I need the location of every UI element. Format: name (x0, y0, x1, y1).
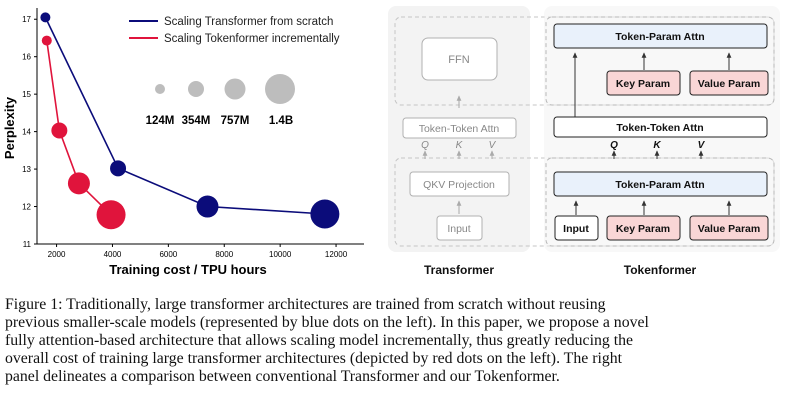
size-dot-757m (224, 78, 246, 100)
caption-line: previous smaller-scale models (represent… (5, 314, 649, 331)
size-label-1-4b: 1.4B (269, 115, 293, 127)
key-param-top-label: Key Param (616, 78, 670, 90)
token-token-attn-box (402, 117, 517, 139)
value-param-top-box (689, 70, 769, 96)
q-label: Q (421, 140, 429, 151)
transformer-point-1-4b (310, 199, 340, 229)
x-tick-label: 8000 (215, 250, 233, 259)
size-dot-1-4b (265, 74, 295, 104)
token-param-attn-top-label: Token-Param Attn (615, 31, 704, 43)
caption-line: Figure 1: Traditionally, large transform… (5, 296, 606, 313)
tokenformer-q-label: Q (610, 140, 618, 151)
k-label: K (456, 140, 464, 151)
caption-line: panel delineates a comparison between co… (5, 368, 560, 385)
figure-caption: Figure 1: Traditionally, large transform… (5, 296, 793, 386)
transformer-point-757m (196, 195, 219, 218)
token-token-attn-label: Token-Token Attn (419, 123, 500, 135)
tokenformer-series-line (46, 40, 112, 216)
transformer-series-line (44, 17, 325, 215)
tokenformer-diagram: Token-Param Attn Key Param Value Param T… (544, 6, 780, 277)
tokenformer-title: Tokenformer (624, 263, 697, 277)
legend-label-tokenformer: Scaling Tokenformer incrementally (164, 33, 340, 45)
token-param-attn-top-box (553, 23, 768, 49)
tokenformer-k-label: K (653, 140, 661, 151)
input-label: Input (447, 223, 470, 235)
caption-line: fully attention-based architecture that … (5, 332, 634, 349)
y-tick-label: 11 (23, 240, 32, 249)
transformer-point-354m (110, 160, 127, 177)
tokenformer-v-label: V (698, 140, 706, 151)
value-param-bottom-box (689, 215, 769, 241)
key-param-bottom-label: Key Param (616, 223, 670, 235)
chart-axes (36, 8, 364, 245)
tokenformer-top-dashed-outline (545, 16, 775, 106)
token-param-attn-bottom-label: Token-Param Attn (615, 179, 704, 191)
input-box (436, 215, 483, 241)
y-tick-label: 16 (22, 53, 31, 62)
tokenformer-token-token-attn-label: Token-Token Attn (616, 122, 703, 134)
y-tick-label: 13 (22, 165, 31, 174)
y-tick-label: 17 (22, 15, 31, 24)
key-param-top-box (606, 70, 681, 96)
y-tick-label: 14 (22, 128, 31, 137)
chart-legend: Scaling Transformer from scratch Scaling… (129, 16, 340, 45)
value-param-top-label: Value Param (698, 78, 760, 90)
size-dot-354m (188, 81, 204, 97)
token-param-attn-bottom-box (553, 171, 768, 197)
transformer-diagram: FFN Token-Token Attn Q K V QKV Projectio… (388, 6, 775, 277)
size-label-354m: 354M (182, 115, 211, 127)
legend-label-transformer: Scaling Transformer from scratch (164, 16, 333, 28)
ffn-box (421, 37, 498, 81)
tokenformer-token-token-attn-box (553, 116, 768, 138)
x-axis-label: Training cost / TPU hours (109, 262, 266, 277)
size-label-124m: 124M (146, 115, 175, 127)
x-tick-label: 10000 (269, 250, 292, 259)
v-label: V (489, 140, 497, 151)
y-ticks: 11 12 13 14 15 16 17 (22, 15, 37, 249)
qkv-projection-box (409, 171, 510, 197)
tokenformer-input-label: Input (563, 223, 589, 235)
transformer-title: Transformer (424, 263, 494, 277)
x-tick-label: 2000 (48, 250, 66, 259)
transformer-point-124m (40, 12, 51, 23)
tokenformer-point-354m (51, 122, 68, 139)
size-dot-124m (155, 84, 165, 94)
x-tick-label: 12000 (325, 250, 348, 259)
series-points (40, 12, 340, 230)
tokenformer-point-124m (41, 35, 52, 46)
y-tick-label: 15 (22, 90, 31, 99)
tokenformer-bottom-dashed-outline (545, 157, 775, 247)
x-tick-label: 6000 (159, 250, 177, 259)
tokenformer-point-757m (67, 172, 90, 195)
key-param-bottom-box (606, 215, 681, 241)
caption-line: overall cost of training large transform… (5, 350, 623, 367)
value-param-bottom-label: Value Param (698, 223, 760, 235)
size-label-757m: 757M (221, 115, 250, 127)
x-tick-label: 4000 (104, 250, 122, 259)
size-legend: 124M 354M 757M 1.4B (146, 74, 295, 127)
x-ticks: 2000 4000 6000 8000 10000 12000 (48, 244, 348, 259)
y-tick-label: 12 (22, 203, 31, 212)
y-axis-label: Perplexity (2, 96, 17, 159)
tokenformer-point-1-4b (96, 200, 126, 230)
ffn-label: FFN (448, 54, 469, 66)
qkv-projection-label: QKV Projection (423, 179, 495, 191)
tokenformer-input-box (554, 215, 599, 241)
series-lines (44, 17, 325, 216)
